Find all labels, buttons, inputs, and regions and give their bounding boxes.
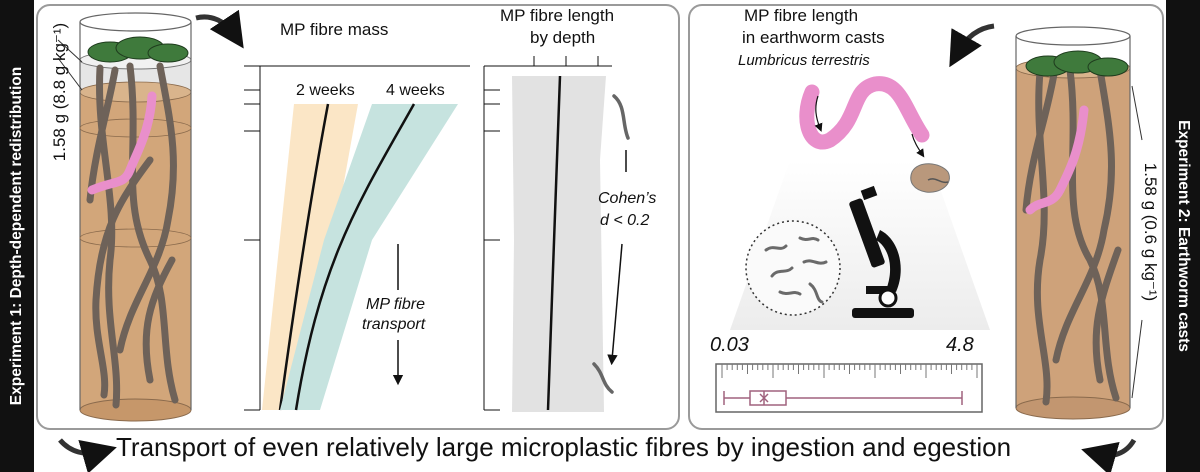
experiment2-sidebar: Experiment 2: Earthworm casts [1166, 0, 1200, 472]
transport-label-line2: transport [362, 316, 426, 333]
range-max: 4.8 [946, 334, 974, 356]
mass-axis [244, 65, 470, 411]
casts-panel-title-line1: MP fibre length [744, 6, 859, 25]
line-length [546, 75, 562, 411]
range-min: 0.03 [710, 334, 749, 356]
length-panel-title-line2: by depth [530, 28, 596, 47]
band-length [512, 76, 606, 412]
effect-size-line2: d < 0.2 [600, 212, 650, 229]
length-axis [483, 56, 630, 412]
experiment2-dose: 1.58 g (0.6 g kg⁻¹) [1141, 162, 1160, 302]
flow-arrow-top-left [195, 9, 244, 49]
transport-label-line1: MP fibre [366, 296, 425, 313]
flow-arrow-bottom-left [58, 438, 117, 472]
species-name: Lumbricus terrestris [738, 52, 870, 69]
flow-arrow-bottom-right [1081, 438, 1137, 472]
label-2-weeks: 2 weeks [296, 82, 355, 99]
experiment1-sidebar: Experiment 1: Depth-dependent redistribu… [0, 0, 34, 472]
casts-illustration [715, 76, 990, 413]
band-2-weeks [262, 104, 358, 410]
label-4-weeks: 4 weeks [386, 82, 445, 99]
microscope-icon [849, 185, 914, 318]
length-panel-title-line1: MP fibre length [500, 6, 615, 25]
bottom-caption: Transport of even relatively large micro… [116, 432, 1012, 462]
length-boxplot [723, 390, 963, 406]
earthworm [799, 76, 930, 150]
effect-size-line1: Cohen’s [598, 190, 657, 207]
mass-panel-title: MP fibre mass [280, 20, 389, 39]
earthworm-cast [910, 163, 950, 193]
line-4-weeks [294, 103, 416, 411]
experiment1-dose: 1.58 g (8.8 g kg⁻¹) [50, 22, 69, 162]
band-4-weeks [280, 104, 458, 410]
soil-column-left [57, 12, 192, 422]
line-2-weeks [278, 103, 330, 411]
flow-arrow-top-right [949, 23, 995, 68]
casts-panel-title-line2: in earthworm casts [742, 28, 885, 47]
soil-column-right [1015, 26, 1143, 420]
